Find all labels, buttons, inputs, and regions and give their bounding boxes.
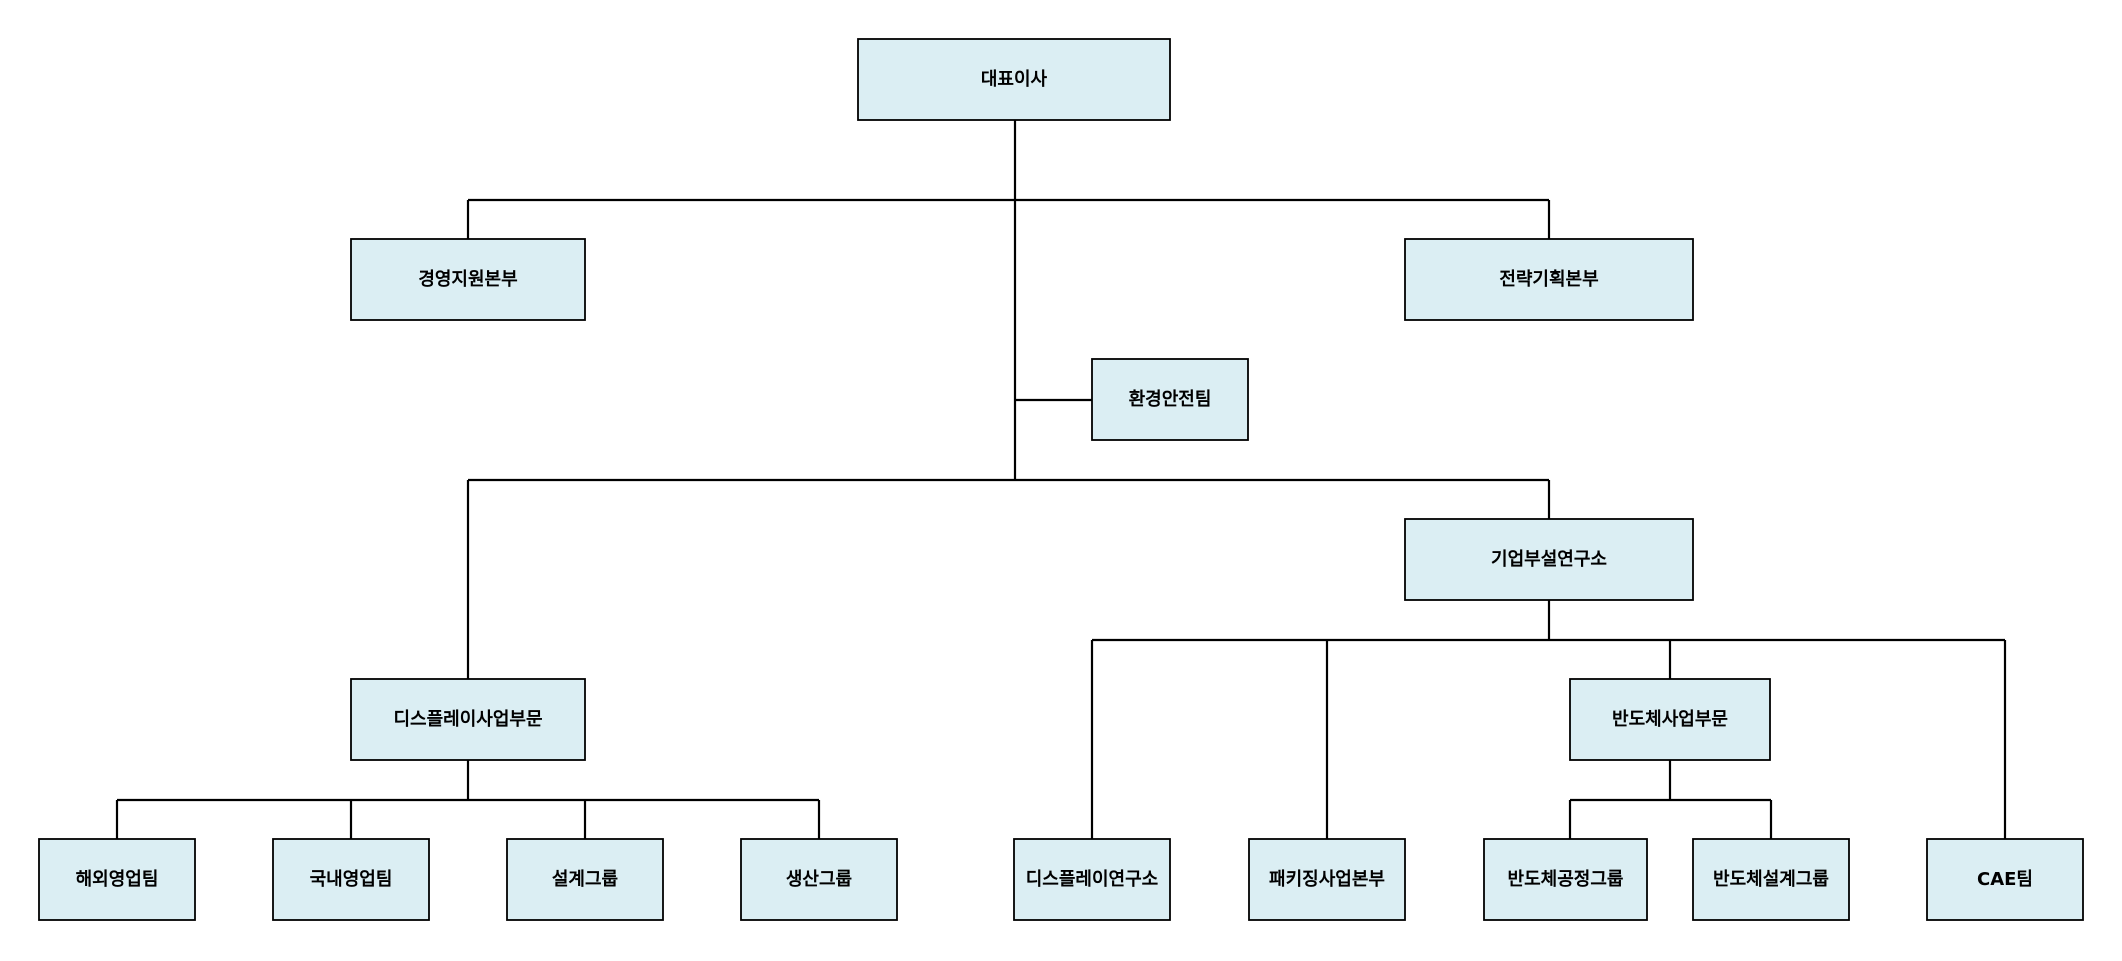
org-box-domestic-sales: 국내영업팀: [272, 838, 430, 921]
org-box-research-lab: 기업부설연구소: [1404, 518, 1694, 601]
org-box-label: CAE팀: [1977, 869, 2033, 890]
org-box-label: 디스플레이연구소: [1026, 869, 1158, 890]
org-box-ceo: 대표이사: [857, 38, 1171, 121]
org-box-cae: CAE팀: [1926, 838, 2084, 921]
org-box-mgmt-support: 경영지원본부: [350, 238, 586, 321]
org-box-env-safety: 환경안전팀: [1091, 358, 1249, 441]
org-box-label: 반도체설계그룹: [1713, 869, 1829, 890]
org-box-label: 패키징사업본부: [1269, 869, 1385, 890]
org-box-label: 생산그룹: [786, 869, 852, 890]
org-box-label: 반도체사업부문: [1612, 709, 1728, 730]
org-box-design-group: 설계그룹: [506, 838, 664, 921]
org-box-semi-process: 반도체공정그룹: [1483, 838, 1648, 921]
org-box-label: 전략기획본부: [1499, 269, 1598, 290]
org-box-label: 기업부설연구소: [1491, 549, 1607, 570]
org-box-packaging: 패키징사업본부: [1248, 838, 1406, 921]
org-box-display-div: 디스플레이사업부문: [350, 678, 586, 761]
org-box-semi-div: 반도체사업부문: [1569, 678, 1771, 761]
org-box-label: 국내영업팀: [310, 869, 393, 890]
connectors: [115, 120, 2007, 839]
org-box-overseas-sales: 해외영업팀: [38, 838, 196, 921]
org-box-label: 환경안전팀: [1129, 388, 1212, 410]
org-box-production-group: 생산그룹: [740, 838, 898, 921]
org-box-label: 대표이사: [981, 69, 1048, 90]
org-box-label: 경영지원본부: [418, 269, 517, 290]
org-box-display-lab: 디스플레이연구소: [1013, 838, 1171, 921]
org-box-label: 해외영업팀: [76, 869, 159, 890]
org-box-label: 설계그룹: [552, 869, 618, 890]
org-box-label: 반도체공정그룹: [1508, 869, 1624, 890]
org-box-strategy: 전략기획본부: [1404, 238, 1694, 321]
org-box-label: 디스플레이사업부문: [393, 709, 542, 730]
org-box-semi-design: 반도체설계그룹: [1692, 838, 1850, 921]
